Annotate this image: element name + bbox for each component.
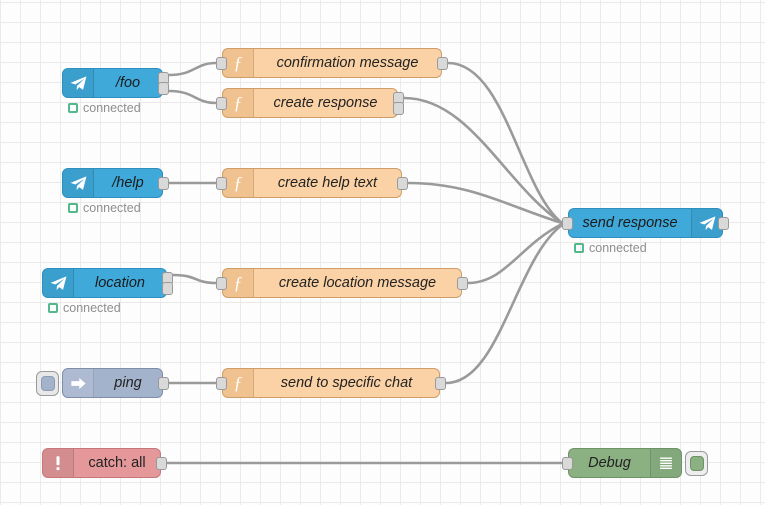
node-ping[interactable]: ping — [62, 368, 163, 398]
debug-lines-icon — [650, 449, 681, 477]
status-text: connected — [83, 101, 141, 115]
input-port-send-to-specific-chat-0[interactable] — [216, 376, 227, 390]
inject-trigger-button[interactable] — [36, 370, 59, 396]
output-port-foo-1[interactable] — [158, 81, 169, 95]
status-square-icon — [48, 303, 58, 313]
wire[interactable] — [171, 273, 218, 285]
svg-text:ƒ: ƒ — [234, 53, 243, 73]
node-foo[interactable]: /foo — [62, 68, 163, 98]
node-label-send-response: send response — [582, 215, 678, 231]
input-port-create-response-0[interactable] — [216, 96, 227, 110]
output-port-confirmation-message-0[interactable] — [437, 56, 448, 70]
output-port-create-help-text-0[interactable] — [397, 176, 408, 190]
telegram-icon — [63, 69, 94, 97]
output-port-catch-all-0[interactable] — [156, 456, 167, 470]
wire[interactable] — [446, 61, 564, 225]
output-port-help-0[interactable] — [158, 176, 169, 190]
wire[interactable] — [167, 89, 218, 105]
node-debug[interactable]: Debug — [568, 448, 682, 478]
node-label-send-to-specific-chat: send to specific chat — [280, 375, 413, 391]
svg-text:ƒ: ƒ — [234, 93, 243, 113]
status-square-icon — [574, 243, 584, 253]
node-label-ping: ping — [114, 375, 142, 391]
status-text: connected — [589, 241, 647, 255]
debug-toggle-indicator — [689, 455, 704, 471]
input-port-confirmation-message-0[interactable] — [216, 56, 227, 70]
node-label-create-location-message: create location message — [278, 275, 437, 291]
output-port-location-1[interactable] — [162, 281, 173, 295]
status-badge-location: connected — [48, 301, 121, 315]
status-text: connected — [83, 201, 141, 215]
output-port-send-to-specific-chat-0[interactable] — [435, 376, 446, 390]
status-text: connected — [63, 301, 121, 315]
wire[interactable] — [466, 222, 564, 285]
status-square-icon — [68, 203, 78, 213]
function-icon: ƒ — [223, 169, 254, 197]
node-catch-all[interactable]: catch: all — [42, 448, 161, 478]
svg-text:ƒ: ƒ — [234, 373, 243, 393]
wire[interactable] — [167, 61, 218, 77]
node-help[interactable]: /help — [62, 168, 163, 198]
node-label-location: location — [95, 275, 145, 291]
telegram-icon — [63, 169, 94, 197]
svg-text:ƒ: ƒ — [234, 173, 243, 193]
node-send-response[interactable]: send response — [568, 208, 723, 238]
input-port-create-location-message-0[interactable] — [216, 276, 227, 290]
node-label-catch-all: catch: all — [88, 455, 146, 471]
svg-text:ƒ: ƒ — [234, 273, 243, 293]
node-send-to-specific-chat[interactable]: ƒ send to specific chat — [222, 368, 440, 398]
telegram-icon — [43, 269, 74, 297]
status-badge-help: connected — [68, 201, 141, 215]
function-icon: ƒ — [223, 89, 254, 117]
status-badge-send-response: connected — [574, 241, 647, 255]
node-label-debug: Debug — [588, 455, 631, 471]
node-label-foo: /foo — [115, 75, 141, 91]
inject-arrow-icon — [63, 369, 94, 397]
inject-button-indicator — [40, 375, 55, 391]
wire[interactable] — [402, 96, 564, 225]
wire[interactable] — [444, 223, 564, 385]
node-create-response[interactable]: ƒ create response — [222, 88, 398, 118]
input-port-send-response-0[interactable] — [562, 216, 573, 230]
debug-toggle-button[interactable] — [685, 450, 708, 476]
status-square-icon — [68, 103, 78, 113]
telegram-icon — [691, 209, 722, 237]
function-icon: ƒ — [223, 49, 254, 77]
node-label-create-response: create response — [273, 95, 378, 111]
node-create-help-text[interactable]: ƒ create help text — [222, 168, 402, 198]
input-port-debug-0[interactable] — [562, 456, 573, 470]
output-port-send-response-0[interactable] — [718, 216, 729, 230]
node-label-create-help-text: create help text — [277, 175, 378, 191]
function-icon: ƒ — [223, 369, 254, 397]
node-label-confirmation-message: confirmation message — [276, 55, 419, 71]
warning-icon — [43, 449, 74, 477]
function-icon: ƒ — [223, 269, 254, 297]
node-create-location-message[interactable]: ƒ create location message — [222, 268, 462, 298]
output-port-create-location-message-0[interactable] — [457, 276, 468, 290]
input-port-create-help-text-0[interactable] — [216, 176, 227, 190]
output-port-create-response-1[interactable] — [393, 101, 404, 115]
node-label-help: /help — [112, 175, 144, 191]
node-confirmation-message[interactable]: ƒ confirmation message — [222, 48, 442, 78]
status-badge-foo: connected — [68, 101, 141, 115]
node-location[interactable]: location — [42, 268, 167, 298]
output-port-ping-0[interactable] — [158, 376, 169, 390]
wire[interactable] — [406, 181, 564, 225]
